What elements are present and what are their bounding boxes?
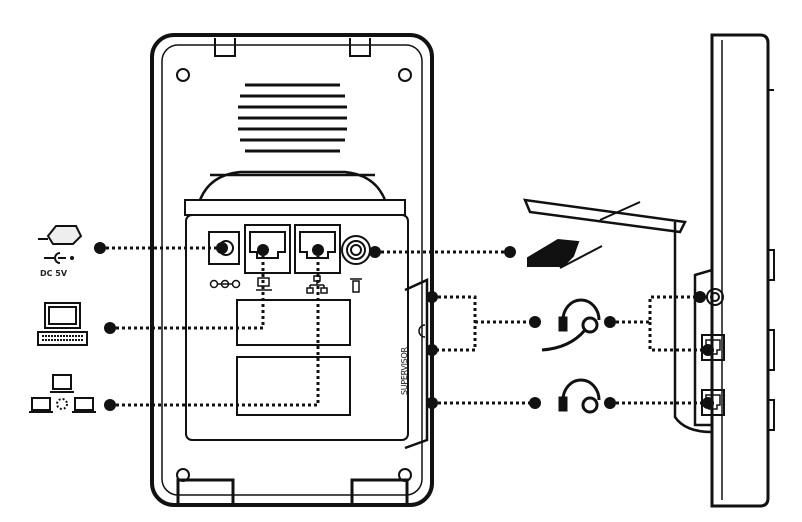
pc-icon [37,302,88,346]
pc-port[interactable] [244,224,291,274]
connection-lines [100,246,710,407]
dc-5v-label: DC 5V [40,269,68,278]
supervisor-clip [404,278,429,450]
headset-icon [558,378,601,414]
phone-back-view [150,33,434,507]
supervisor-label: SUPERVISOR [400,347,409,395]
headset-icon [541,298,601,352]
lan-port[interactable] [294,224,341,274]
ehs-icon [350,278,362,293]
network-icon [29,374,96,413]
power-adapter-icon [38,225,83,264]
foot-pedal-icon [527,238,603,269]
speaker-grille [238,83,347,153]
phone-side-view [523,33,775,508]
connection-dots [94,242,714,411]
